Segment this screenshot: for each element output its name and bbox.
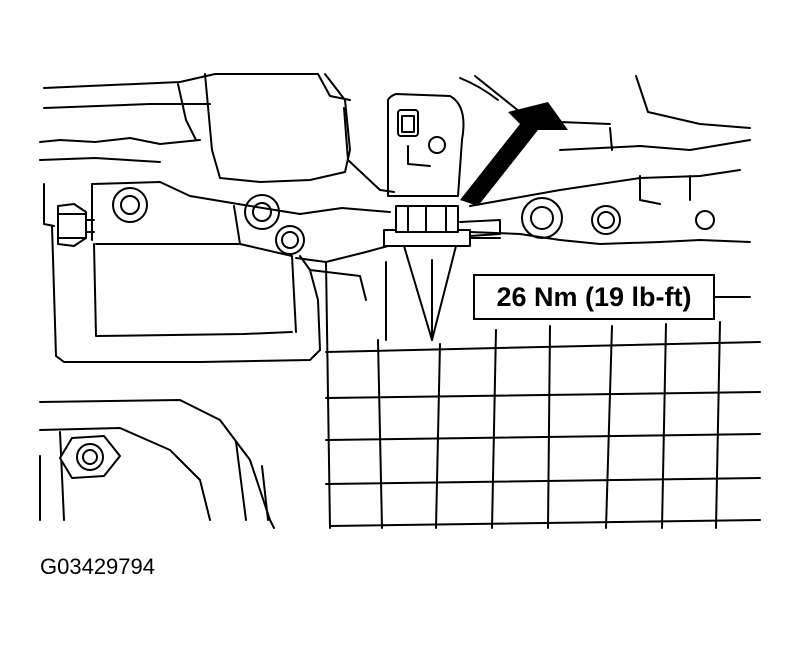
left-panel [51, 205, 389, 363]
figure-id: G03429794 [40, 554, 155, 579]
right-bracket [469, 169, 751, 245]
torque-label: 26 Nm (19 lb-ft) [496, 281, 692, 312]
mount-bolt [383, 205, 501, 341]
torque-callout: 26 Nm (19 lb-ft) [473, 274, 715, 320]
lower-left-component [39, 399, 275, 529]
upper-housing [39, 73, 751, 197]
pointer-arrow [460, 102, 568, 206]
grid-lattice [325, 261, 761, 529]
